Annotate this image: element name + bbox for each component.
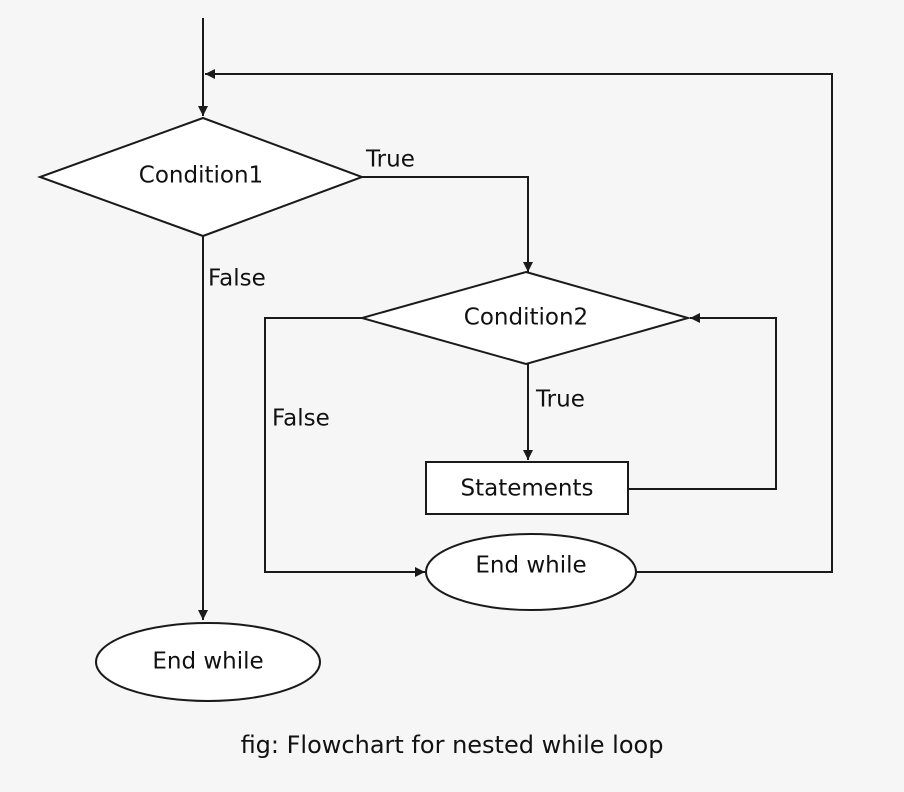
statements-box [425, 461, 629, 515]
condition1-true-arrow [360, 176, 533, 272]
outer-end-while-ellipse [95, 622, 321, 702]
statements-label: Statements [460, 476, 593, 502]
outer-end-while-label: End while [152, 649, 263, 675]
condition1-false-label: False [208, 266, 266, 292]
condition2-false-label: False [272, 406, 330, 432]
condition1-label: Condition1 [139, 163, 263, 189]
condition2-false-arrow [264, 317, 425, 577]
condition2-true-label: True [535, 387, 585, 413]
condition1-true-label: True [365, 147, 415, 173]
statements-loop-back-arrow [628, 313, 777, 490]
figure-caption: fig: Flowchart for nested while loop [241, 731, 664, 759]
inner-end-while-label: End while [475, 553, 586, 579]
outer-loop-back-arrow [205, 69, 833, 573]
condition1-diamond [37, 116, 365, 238]
condition2-label: Condition2 [464, 305, 588, 331]
condition2-diamond [358, 270, 692, 366]
inner-end-while-ellipse [425, 533, 637, 611]
